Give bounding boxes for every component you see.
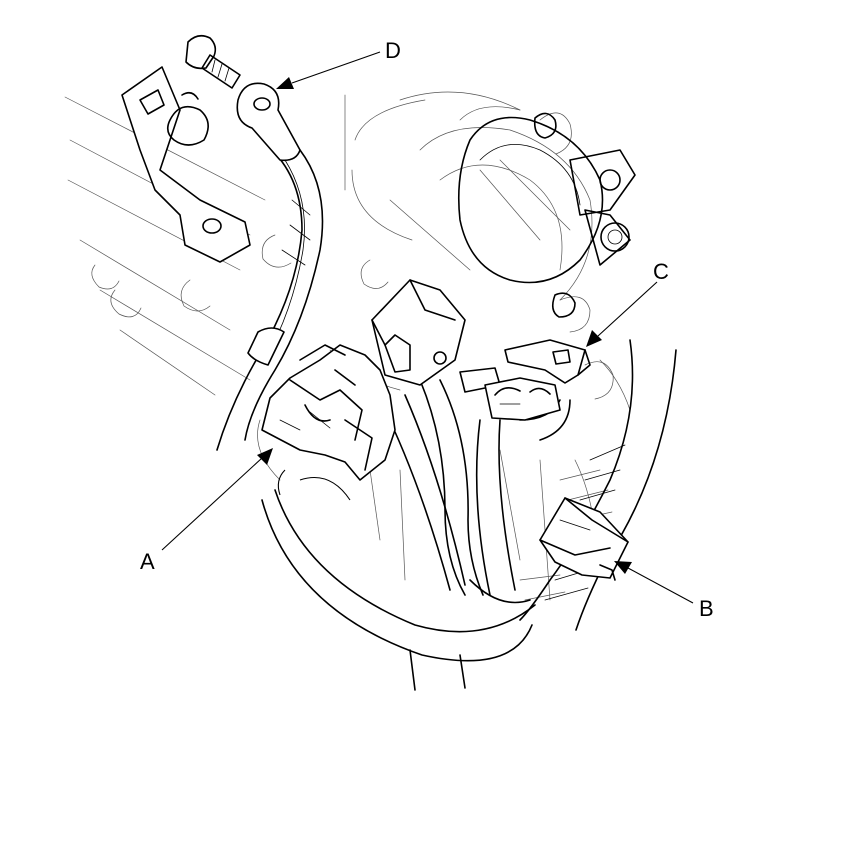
- small-connector: [459, 367, 561, 421]
- bolt: [185, 34, 241, 89]
- leader-b: [614, 561, 694, 604]
- upper-connector: [371, 279, 466, 386]
- callout-b: B: [699, 596, 714, 621]
- leader-d: [276, 51, 381, 89]
- mounting-bracket: [121, 66, 251, 263]
- harness-clip-b: [539, 497, 629, 581]
- callout-a: A: [140, 549, 155, 574]
- callout-c: C: [653, 259, 669, 284]
- ground-cable: [216, 149, 324, 451]
- switch-housing: [457, 112, 636, 318]
- leader-a: [161, 448, 273, 551]
- callout-d: D: [385, 38, 401, 63]
- harness-clip-c: [504, 339, 591, 384]
- ground-terminal-d: [236, 82, 301, 162]
- connector-a: [261, 344, 396, 481]
- engine-background: [64, 91, 631, 601]
- leader-c: [586, 281, 658, 347]
